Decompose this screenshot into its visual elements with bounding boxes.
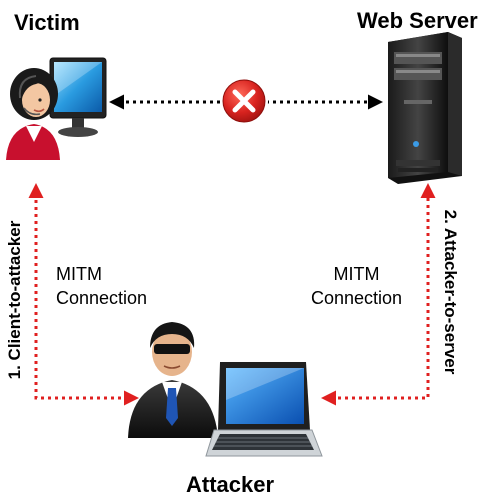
mitm-connection-left-label: MITM Connection [56, 262, 147, 310]
web-server-label: Web Server [357, 8, 478, 33]
victim-label: Victim [14, 10, 80, 35]
mitm-connection-right-label: MITM Connection [311, 262, 402, 310]
mitm-left-line2: Connection [56, 288, 148, 308]
mitm-right-line1: MITM [333, 264, 380, 284]
client-to-attacker-label: 1. Client-to-attacker [5, 220, 24, 380]
hacker-laptop-icon [128, 322, 323, 457]
attacker-to-server-path [321, 183, 436, 406]
mitm-left-line1: MITM [56, 264, 102, 284]
mitm-right-line2: Connection [311, 288, 403, 308]
attacker-to-server-label: 2. Attacker-to-server [441, 209, 460, 375]
client-to-attacker-path [28, 183, 139, 406]
attacker-label: Attacker [186, 472, 275, 497]
red-x-icon [220, 77, 268, 125]
user-computer-icon [6, 57, 107, 160]
server-tower-icon [388, 32, 462, 184]
